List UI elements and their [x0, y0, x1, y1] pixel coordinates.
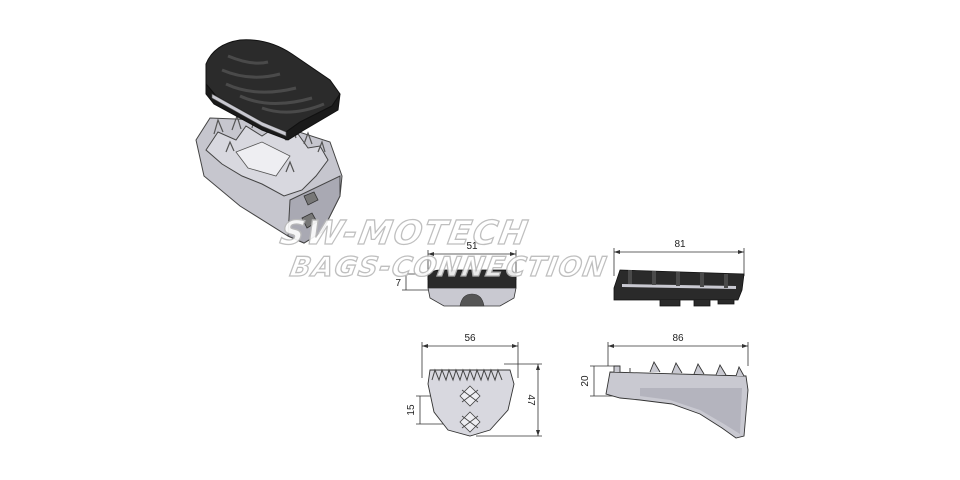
profile-length-label: 86	[672, 333, 684, 344]
front-rubber	[427, 269, 517, 289]
metal-base-recess	[235, 141, 291, 177]
rubber-pad-metal-strip	[211, 93, 287, 137]
mount-hole-lower	[301, 212, 318, 229]
bottom-hole-upper	[459, 385, 481, 407]
front-hole	[459, 293, 485, 307]
profile-teeth	[613, 360, 745, 377]
mount-hole-upper	[303, 191, 319, 206]
bottom-height-label: 47	[525, 394, 536, 406]
bottom-hole-lower	[459, 411, 481, 433]
rubber-pad-tread	[221, 54, 325, 114]
watermark: SW-MOTECH BAGS-CONNECTION	[277, 213, 611, 284]
watermark-line1: SW-MOTECH	[278, 213, 533, 252]
profile-height-label: 20	[580, 375, 591, 387]
side-length-label: 81	[674, 239, 686, 250]
bottom-teeth	[431, 368, 503, 382]
front-height-label: 7	[395, 278, 401, 289]
metal-base-flank	[287, 175, 341, 244]
front-view: 51 7	[395, 241, 517, 307]
front-width-label: 51	[466, 241, 478, 252]
profile-shading	[640, 388, 742, 434]
side-view: 81	[613, 239, 745, 307]
side-lugs	[659, 300, 735, 307]
bottom-view: 56 47 15	[406, 333, 542, 437]
side-tread-teeth	[628, 270, 728, 288]
watermark-line2: BAGS-CONNECTION	[288, 252, 610, 283]
bottom-width-label: 56	[464, 333, 476, 344]
isometric-exploded-view	[195, 39, 343, 244]
hole-spacing-label: 15	[406, 404, 417, 416]
side-metal-strip	[622, 284, 736, 289]
profile-view: 86 20	[580, 333, 749, 439]
